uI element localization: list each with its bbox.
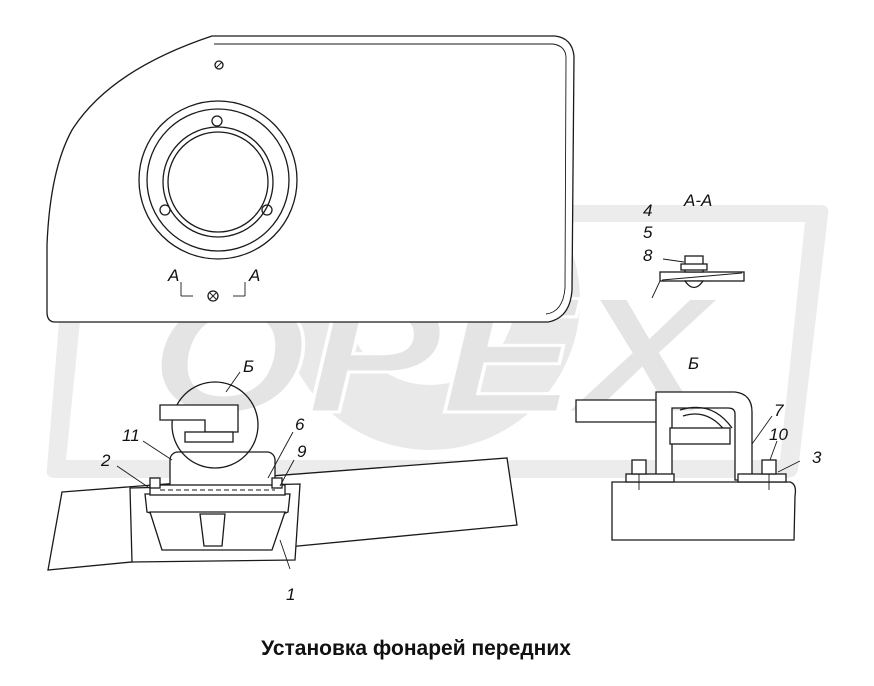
callout-9: 9	[297, 442, 307, 461]
section-aa-title: А-А	[683, 191, 712, 210]
callout-6: 6	[295, 415, 305, 434]
leader-lines	[116, 258, 801, 570]
callout-8: 8	[643, 246, 653, 265]
callout-2: 2	[100, 451, 111, 470]
bumper-assembly	[47, 451, 518, 571]
callout-5: 5	[643, 223, 653, 242]
callout-3: 3	[812, 448, 822, 467]
detail-b-mark: Б	[243, 357, 254, 376]
cab-panel	[46, 35, 575, 323]
section-aa-view: А-А	[651, 191, 745, 299]
cut-mark-left: А	[167, 266, 179, 285]
callout-1: 1	[286, 585, 295, 604]
callout-7: 7	[774, 401, 784, 420]
callout-numbers: 1 2 3 4 5 6 7 8 9 10 11	[100, 201, 822, 604]
callout-11: 11	[122, 426, 140, 445]
detail-b-title: Б	[688, 354, 699, 373]
drawing-caption: Установка фонарей передних	[261, 637, 571, 660]
section-cut-marks: А А	[167, 266, 260, 302]
detail-b-view: Б	[575, 354, 797, 541]
lamp-opening	[138, 100, 298, 260]
callout-4: 4	[643, 201, 652, 220]
callout-10: 10	[769, 425, 788, 444]
cut-mark-right: А	[248, 266, 260, 285]
detail-b-circle: Б	[159, 357, 259, 469]
